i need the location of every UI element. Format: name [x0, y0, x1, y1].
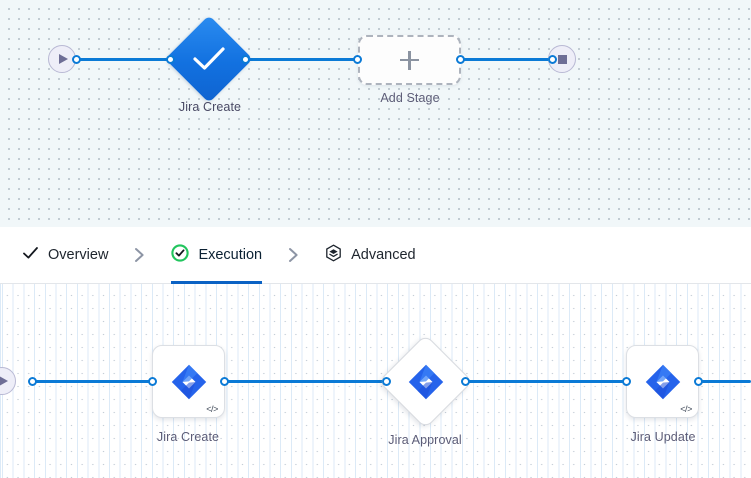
- stage-config-tabbar: Overview Execution: [0, 227, 751, 284]
- node-label-jira-approval: Jira Approval: [388, 433, 462, 447]
- port-jira-create-out[interactable]: [241, 55, 250, 64]
- edge-exec-start-to-jira-create: [32, 380, 152, 383]
- port-add-stage-in[interactable]: [353, 55, 362, 64]
- jira-icon: [393, 349, 458, 414]
- chevron-right-icon-2: [288, 247, 299, 263]
- port-jira-create-exec-out[interactable]: [220, 377, 229, 386]
- plus-icon: [400, 50, 419, 70]
- edge-jira-update-out: [700, 380, 751, 383]
- execution-pipeline-canvas[interactable]: </> Jira Create Jira Approval: [0, 284, 751, 478]
- tab-overview-label: Overview: [48, 247, 109, 263]
- tab-execution-label: Execution: [198, 247, 263, 263]
- node-label-jira-create-top: Jira Create: [178, 100, 242, 114]
- edge-add-stage-to-end: [460, 58, 552, 61]
- edge-start-to-jira-create: [74, 58, 174, 61]
- node-label-jira-update: Jira Update: [630, 430, 696, 444]
- node-jira-create-top[interactable]: [165, 15, 253, 103]
- code-badge-jira-update: </>: [680, 404, 692, 414]
- node-label-jira-create-exec: Jira Create: [156, 430, 220, 444]
- top-pipeline-canvas[interactable]: Jira Create Add Stage: [0, 0, 751, 227]
- tab-execution[interactable]: Execution: [171, 227, 262, 284]
- port-start-out[interactable]: [72, 55, 81, 64]
- jira-icon: [627, 346, 698, 417]
- port-end-in[interactable]: [548, 55, 557, 64]
- add-stage-button[interactable]: [358, 35, 461, 85]
- node-label-add-stage: Add Stage: [380, 91, 440, 105]
- node-jira-update[interactable]: </>: [626, 345, 699, 418]
- jira-icon: [153, 346, 224, 417]
- port-jira-update-in[interactable]: [622, 377, 631, 386]
- port-exec-start-out[interactable]: [28, 377, 37, 386]
- tab-advanced-label: Advanced: [351, 247, 416, 263]
- port-jira-approval-out[interactable]: [461, 377, 470, 386]
- code-badge-jira-create: </>: [206, 404, 218, 414]
- play-icon: [59, 54, 68, 64]
- chevron-right-icon-1: [134, 247, 145, 263]
- check-circle-icon: [171, 243, 190, 267]
- node-jira-create-exec[interactable]: </>: [152, 345, 225, 418]
- play-icon: [0, 376, 8, 386]
- stop-icon: [557, 54, 567, 64]
- execution-start-button[interactable]: [0, 367, 16, 395]
- tab-overview[interactable]: Overview: [22, 227, 108, 284]
- port-jira-update-out[interactable]: [694, 377, 703, 386]
- pipeline-start-button[interactable]: [48, 45, 76, 73]
- edge-jira-create-to-add-stage: [247, 58, 359, 61]
- port-jira-create-exec-in[interactable]: [148, 377, 157, 386]
- check-icon: [22, 246, 39, 265]
- edge-approval-to-jira-update: [466, 380, 626, 383]
- port-add-stage-out[interactable]: [456, 55, 465, 64]
- node-jira-approval[interactable]: [378, 334, 473, 429]
- hexagon-layers-icon: [325, 243, 342, 267]
- checkmark-icon: [178, 28, 240, 90]
- port-jira-approval-in[interactable]: [382, 377, 391, 386]
- port-jira-create-in[interactable]: [166, 55, 175, 64]
- tab-advanced[interactable]: Advanced: [325, 227, 416, 284]
- edge-jira-create-to-approval: [226, 380, 391, 383]
